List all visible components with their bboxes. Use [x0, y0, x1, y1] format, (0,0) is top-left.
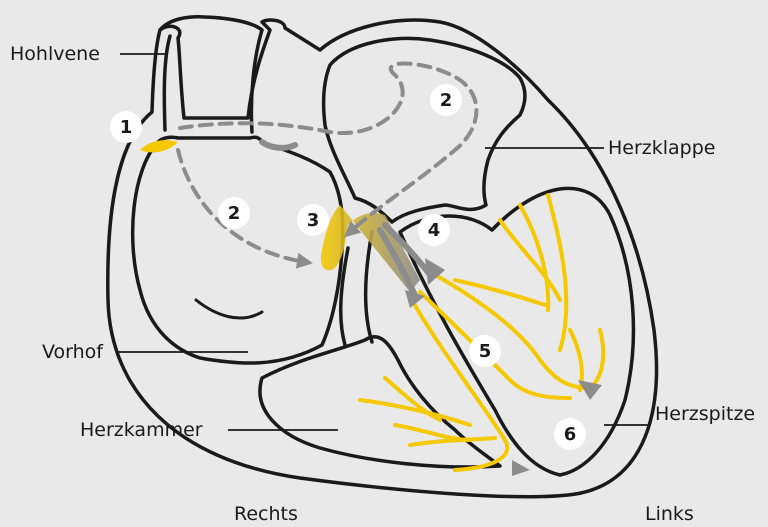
svg-text:6: 6: [564, 424, 577, 445]
marker-1: 1: [110, 111, 142, 143]
label-herzspitze: Herzspitze: [655, 403, 755, 425]
marker-2-top: 2: [430, 84, 462, 116]
marker-5: 5: [469, 335, 501, 367]
svg-text:1: 1: [120, 117, 133, 138]
svg-text:5: 5: [479, 341, 492, 362]
svg-text:4: 4: [428, 220, 441, 241]
label-rechts: Rechts: [234, 503, 298, 525]
right-atrium: [133, 137, 343, 363]
sinus-node: [140, 140, 178, 152]
marker-6: 6: [554, 418, 586, 450]
marker-2-atrium: 2: [218, 197, 250, 229]
label-herzklappe: Herzklappe: [608, 137, 716, 159]
marker-3: 3: [297, 204, 329, 236]
svg-text:3: 3: [307, 210, 320, 231]
label-vorhof: Vorhof: [42, 341, 104, 363]
label-herzkammer: Herzkammer: [80, 419, 203, 441]
septum: [341, 232, 372, 345]
label-links: Links: [645, 503, 694, 525]
marker-4: 4: [418, 214, 450, 246]
svg-text:2: 2: [440, 90, 453, 111]
label-hohlvene: Hohlvene: [10, 43, 100, 65]
svg-text:2: 2: [228, 203, 241, 224]
